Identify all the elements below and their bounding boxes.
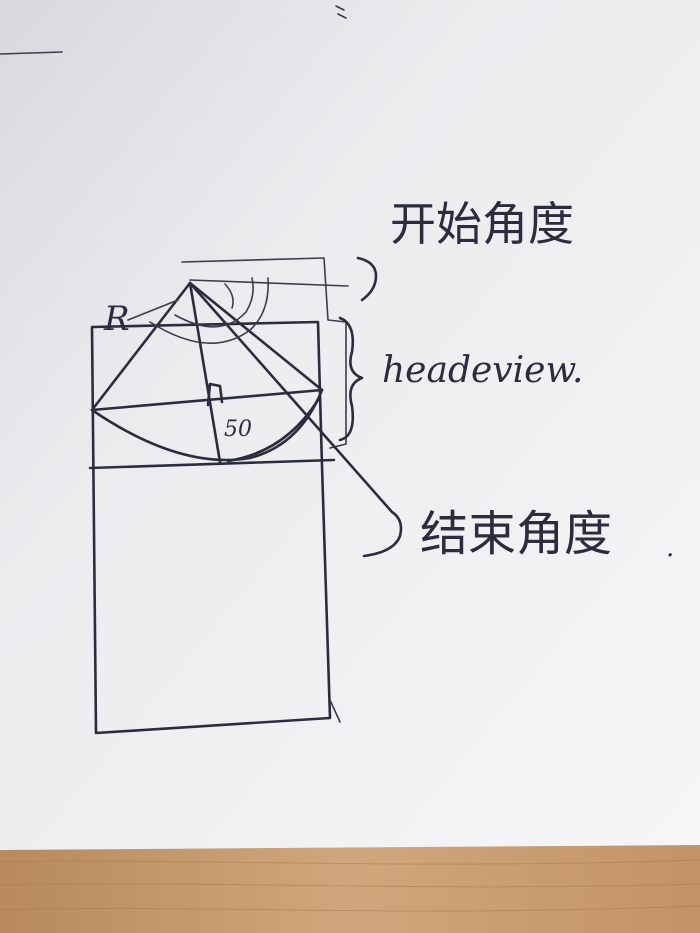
- start-angle-brace: [356, 256, 378, 302]
- start-angle-label: 开始角度: [390, 197, 574, 251]
- sector-right-edge: [188, 281, 324, 392]
- radius-pointer: [127, 299, 179, 321]
- radius-label: R: [103, 299, 130, 339]
- start-angle-mark: [224, 283, 234, 309]
- start-arc-box-line: [189, 279, 349, 287]
- end-angle-leader: [188, 281, 394, 514]
- start-angle-arc-outer: [149, 277, 269, 345]
- start-angle-arc-inner: [174, 277, 254, 328]
- wood-grain-lines: [0, 859, 700, 912]
- header-bracket-box: [181, 257, 347, 449]
- sector-chord: [90, 388, 324, 412]
- sector-center-line: [188, 281, 222, 464]
- margin-line: [0, 51, 63, 55]
- sector-left-edge: [90, 281, 192, 412]
- screen-rectangle: [90, 320, 332, 735]
- header-view-label: headeview.: [382, 350, 583, 391]
- end-dot: .: [666, 533, 674, 563]
- radius-marker: [206, 382, 224, 407]
- header-view-brace: [338, 316, 364, 442]
- end-angle-label: 结束角度: [420, 506, 612, 562]
- distance-label: 50: [224, 417, 252, 442]
- sector-arc-shading: [226, 398, 320, 463]
- header-bottom-line: [88, 458, 336, 470]
- sector-arc: [90, 388, 324, 462]
- rectangle-right-tick: [329, 699, 341, 723]
- end-angle-brace: [362, 510, 403, 558]
- stray-mark: [335, 5, 347, 19]
- paper-sheet: [0, 0, 700, 850]
